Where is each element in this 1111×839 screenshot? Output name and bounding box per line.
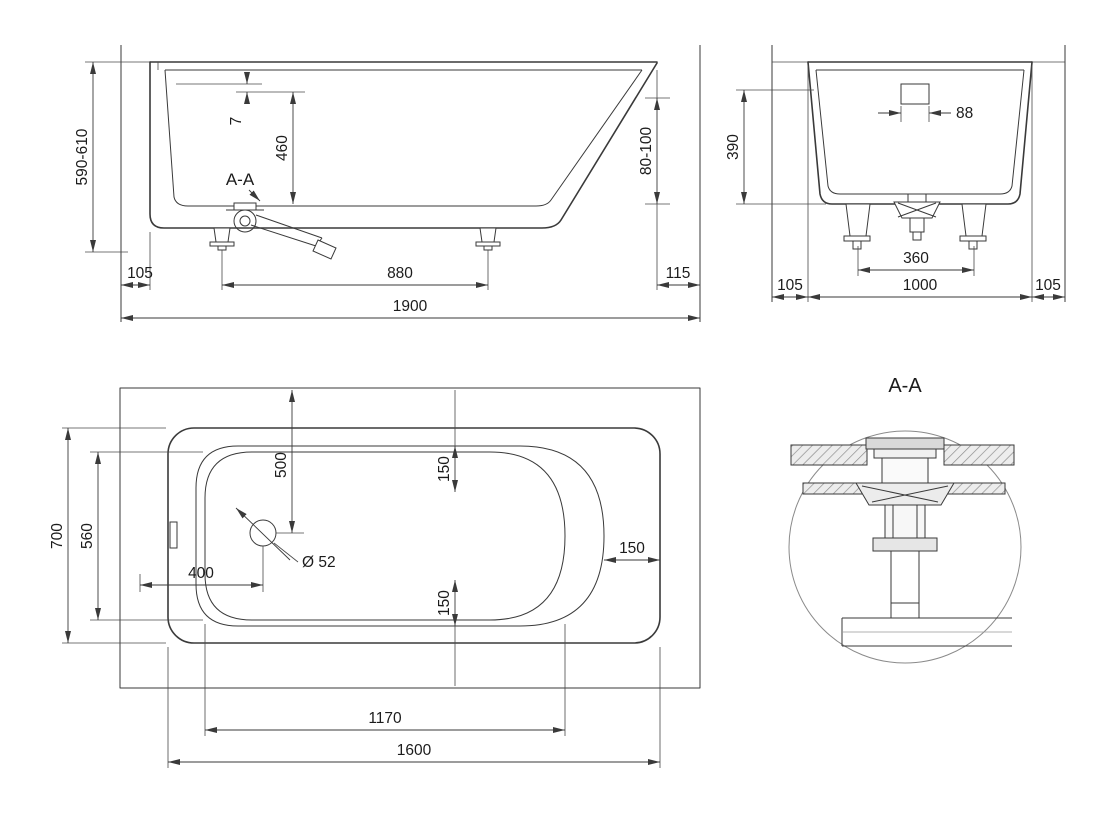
dim-basin-length-label: 1170 [368, 710, 402, 727]
drain-gasket [873, 448, 937, 459]
wing-nut [855, 482, 955, 506]
dim-corner-top: 150 [436, 390, 458, 492]
drain-trap-assembly [226, 202, 337, 260]
dim-leg-spacing-label: 360 [903, 250, 929, 267]
dim-overall-width-label: 1000 [903, 277, 938, 294]
outlet-pipe [841, 617, 1012, 647]
dim-left-offset: 105 [121, 232, 153, 290]
dim-depth-label: 460 [274, 135, 291, 161]
drain-end-assembly [893, 193, 941, 241]
dim-leg-spacing-label: 880 [387, 265, 413, 282]
dim-overflow: 88 [878, 105, 973, 122]
dim-rim-edge: 7 [176, 72, 305, 125]
dim-overall-length-label: 1600 [397, 742, 432, 759]
tub-end-profile [807, 61, 1033, 205]
dim-overall-height: 590-610 [74, 61, 150, 253]
dim-rim-edge-label: 7 [228, 117, 245, 126]
dim-overall-length: 1600 [167, 647, 661, 768]
dim-overflow-label: 88 [956, 105, 973, 122]
outer-frame [119, 387, 701, 689]
dim-width-row: 105 1000 105 [772, 66, 1065, 302]
overflow-opening [900, 83, 930, 105]
dim-corner-bottom-label: 150 [436, 590, 453, 616]
plan-view: Ø 52 700 560 500 150 [49, 387, 701, 768]
lock-nut [872, 537, 938, 552]
drain-upper-body [881, 457, 929, 484]
dim-bottom-range: 80-100 [638, 70, 670, 290]
tub-leg-left [843, 203, 871, 250]
dim-drain-diameter-label: Ø 52 [302, 554, 336, 571]
dim-overall-length: 1900 [121, 298, 700, 321]
basin-top-edge [195, 445, 605, 627]
dim-depth: 390 [725, 89, 826, 205]
trap-body [884, 504, 926, 539]
dim-leg-spacing: 880 [221, 250, 489, 290]
dim-bottom-range-label: 80-100 [638, 126, 655, 175]
dim-overall-length-label: 1900 [393, 298, 428, 315]
drain-flange-plate [865, 437, 945, 450]
dim-drain-from-left: 400 [139, 546, 264, 592]
dim-overall-width: 700 [49, 427, 166, 644]
dim-depth-label: 390 [725, 134, 742, 160]
dim-leg-spacing: 360 [857, 246, 975, 276]
dim-corner-bottom: 150 [436, 580, 458, 686]
dim-overall-width-label: 700 [49, 523, 66, 549]
dim-basin-width: 560 [79, 451, 203, 621]
dim-side-offset: 150 [604, 540, 660, 563]
dim-overall-height-label: 590-610 [74, 128, 91, 185]
dim-drain-from-top-label: 500 [273, 452, 290, 478]
section-label: A-A [226, 170, 255, 189]
dim-right-offset-label: 105 [1035, 277, 1061, 294]
end-view: 88 390 360 105 1000 105 [725, 45, 1066, 302]
basin-bottom-edge [204, 451, 566, 621]
drain-plan: Ø 52 [235, 507, 336, 571]
tail-pipe [890, 550, 920, 604]
section-callout: A-A [226, 170, 261, 202]
dim-drain-from-top: 500 [273, 390, 304, 534]
dim-basin-width-label: 560 [79, 523, 96, 549]
dim-drain-from-left-label: 400 [188, 565, 214, 582]
dim-right-offset: 115 [657, 265, 700, 288]
dim-depth: 460 [274, 92, 296, 204]
detail-drain-section [790, 437, 1015, 647]
overflow-mark [169, 521, 178, 549]
tub-leg-right [475, 227, 501, 251]
tub-leg-left [209, 227, 235, 251]
detail-title: A-A [888, 375, 922, 397]
tub-side-profile [149, 61, 658, 229]
dim-left-offset-label: 105 [127, 265, 153, 282]
drain-hole [249, 519, 277, 547]
dim-corner-top-label: 150 [436, 456, 453, 482]
detail-circle [788, 430, 1022, 664]
dim-basin-length: 1170 [204, 624, 566, 736]
tub-rim [167, 427, 661, 644]
side-view: A-A 590-610 7 460 [74, 45, 701, 322]
dim-left-offset-label: 105 [777, 277, 803, 294]
dim-right-offset-label: 115 [666, 265, 691, 282]
tub-leg-right [959, 203, 987, 250]
dim-side-offset-label: 150 [619, 540, 645, 557]
detail-view: A-A [788, 375, 1022, 664]
